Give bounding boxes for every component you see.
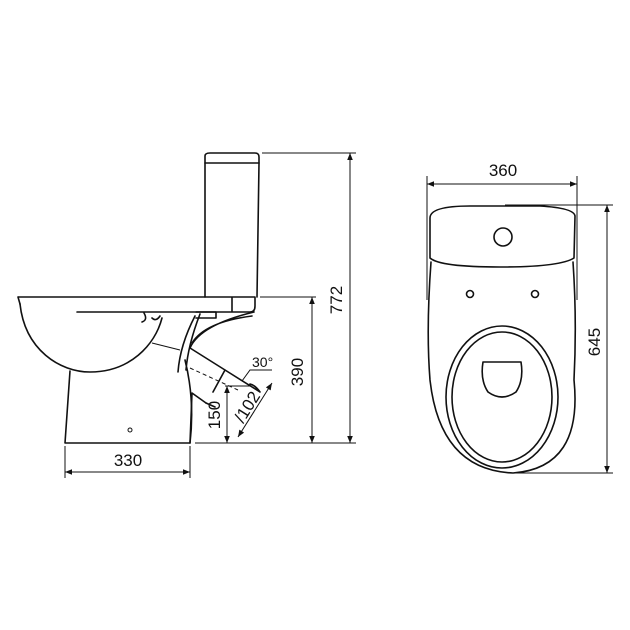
water-outlet [481, 361, 523, 398]
dim-ext-top [426, 176, 613, 474]
flush-pipe [189, 311, 255, 349]
seat-hinge-hole-right [530, 289, 540, 299]
dim-label-outlet-diameter: /102 [231, 388, 265, 426]
seat-inner [451, 331, 553, 463]
dim-label-outlet-angle: 30° [252, 354, 273, 370]
trapway-line [151, 342, 181, 351]
cistern-top [429, 205, 576, 268]
dim-line-102 [237, 382, 273, 438]
dim-label-outlet-height: 150 [205, 401, 224, 429]
bowl-outline [427, 261, 577, 474]
floor-line [195, 152, 356, 444]
dim-label-total-height: 772 [327, 286, 346, 314]
dim-label-width: 360 [489, 161, 517, 180]
dim-label-base-depth: 330 [114, 451, 142, 470]
side-view: 772 390 330 150 /102 30° [17, 152, 356, 478]
top-view: 360 645 [426, 161, 613, 474]
dim-label-seat-height: 390 [288, 358, 307, 386]
fixing-hole [127, 427, 133, 433]
cistern-lid [204, 152, 260, 164]
pedestal [64, 370, 207, 444]
rear-wall [177, 313, 201, 444]
seat-outer [445, 325, 559, 469]
angle-leader [241, 369, 272, 382]
flush-button [493, 227, 513, 247]
dim-label-length: 645 [585, 328, 604, 356]
outlet-axis [189, 367, 239, 391]
bowl-rim [17, 296, 256, 313]
bowl-body [19, 303, 163, 373]
cistern-body [204, 162, 260, 298]
seat-hinge-hole-left [465, 289, 475, 299]
